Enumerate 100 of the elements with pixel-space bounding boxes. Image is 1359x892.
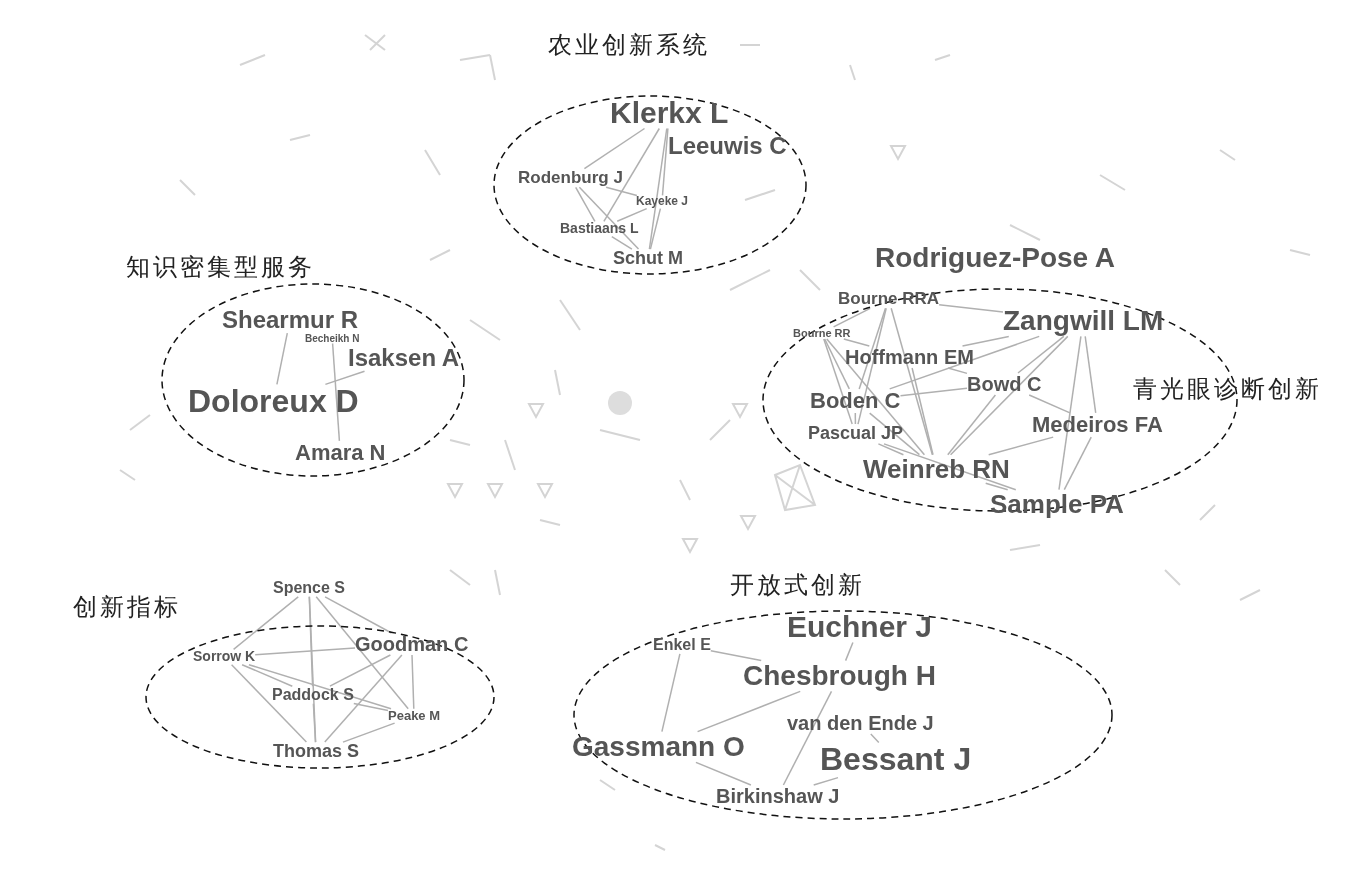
coauthor-link: [696, 690, 801, 733]
coauthor-link: [899, 387, 968, 397]
coauthor-link: [984, 482, 1009, 491]
coauthor-link: [858, 307, 887, 390]
coauthor-link: [324, 654, 403, 743]
author-name: Leeuwis C: [668, 132, 787, 160]
author-name: Rodenburg J: [518, 168, 623, 188]
coauthor-link: [230, 663, 308, 743]
author-name: Bastiaans L: [560, 221, 639, 237]
coauthor-link: [603, 127, 661, 223]
coauthor-link: [857, 307, 887, 425]
author-name: Shearmur R: [222, 306, 359, 334]
coauthor-link: [938, 303, 1004, 313]
coauthor-link: [342, 722, 396, 743]
coauthor-link: [232, 596, 299, 651]
coauthor-link: [661, 127, 669, 197]
coauthor-link: [890, 307, 934, 456]
author-name: Kayeke J: [636, 195, 689, 209]
coauthor-link: [843, 338, 871, 347]
author-name: Enkel E: [653, 636, 711, 654]
author-name: Weinreb RN: [863, 454, 1010, 484]
author-name: Sample PA: [990, 489, 1124, 519]
coauthor-link: [854, 412, 857, 425]
coauthor-link: [947, 367, 968, 375]
author-name: Gassmann O: [572, 731, 745, 763]
cluster-title: 知识密集型服务: [126, 252, 315, 283]
author-name: Zangwill LM: [1003, 305, 1164, 337]
coauthor-link: [823, 338, 851, 390]
coauthor-link: [649, 207, 662, 250]
author-name: Becheikh N: [305, 332, 360, 344]
coauthor-link: [276, 332, 289, 386]
coauthor-link: [1017, 335, 1065, 374]
author-name: Peake M: [388, 708, 441, 724]
cluster-title: 开放式创新: [730, 570, 865, 601]
coauthor-link: [648, 127, 668, 250]
coauthor-link: [844, 641, 854, 662]
coauthor-link: [312, 703, 317, 743]
coauthor-link: [877, 443, 905, 456]
coauthor-link: [870, 733, 880, 744]
author-name: van den Ende J: [787, 712, 934, 734]
coauthor-link: [710, 649, 762, 662]
coauthor-link: [1058, 335, 1082, 491]
coauthor-link: [949, 335, 1069, 456]
coauthor-link: [695, 761, 752, 786]
coauthor-link: [883, 443, 1017, 491]
cluster-title: 青光眼诊断创新: [1133, 374, 1322, 405]
author-name: Bourne RRA: [838, 289, 940, 309]
author-name: Pascual JP: [808, 424, 904, 444]
author-name: Amara N: [295, 440, 386, 466]
coauthor-link: [947, 394, 997, 456]
coauthor-link: [611, 235, 633, 250]
author-name: Euchner J: [787, 609, 933, 643]
coauthor-link: [961, 335, 1010, 347]
coauthor-link: [324, 370, 366, 386]
coauthor-link: [868, 412, 921, 456]
author-name: Goodman C: [355, 633, 469, 655]
coauthor-link: [248, 663, 392, 710]
coauthor-link: [331, 342, 341, 442]
coauthor-link: [1028, 394, 1071, 414]
author-name: Birkinshaw J: [716, 785, 840, 807]
coauthor-link: [823, 338, 853, 425]
author-name: Boden C: [810, 388, 901, 414]
cluster-title: 农业创新系统: [548, 30, 710, 61]
coauthor-link: [1084, 335, 1097, 414]
author-name: Hoffmann EM: [845, 346, 974, 368]
coauthor-link: [832, 307, 871, 328]
coauthor-link: [812, 776, 839, 786]
author-name: Bessant J: [820, 742, 972, 778]
coauthor-link: [888, 335, 1040, 390]
author-name: Schut M: [613, 249, 683, 269]
author-name: Chesbrough H: [743, 660, 936, 692]
author-name: Isaksen A: [348, 344, 460, 372]
author-name: Doloreux D: [188, 384, 359, 420]
author-name: Bowd C: [967, 373, 1042, 395]
coauthor-link: [616, 207, 648, 223]
coauthor-link: [329, 654, 392, 687]
coauthor-link: [826, 338, 926, 456]
coauthor-link: [353, 702, 389, 712]
author-name: Spence S: [273, 579, 346, 597]
author-name: Rodriguez-Pose A: [875, 242, 1116, 274]
author-name: Bourne RR: [793, 326, 851, 340]
coauthor-link: [315, 596, 409, 710]
coauthor-link: [782, 690, 833, 786]
coauthor-link: [661, 653, 681, 733]
coauthor-link: [574, 186, 596, 223]
author-name: Sorrow K: [193, 649, 256, 665]
coauthor-link: [241, 663, 294, 687]
coauthor-link: [254, 647, 356, 656]
cluster-title: 创新指标: [73, 592, 181, 623]
author-name: Klerkx L: [610, 95, 729, 129]
coauthor-link: [583, 127, 646, 170]
coauthor-link: [578, 186, 640, 250]
author-name: Paddock S: [272, 686, 354, 704]
coauthor-link: [605, 186, 638, 197]
author-name: Medeiros FA: [1032, 412, 1163, 438]
coauthor-link: [411, 654, 415, 710]
author-name: Thomas S: [273, 742, 360, 762]
coauthor-link: [911, 367, 934, 456]
coauthor-link: [1063, 436, 1092, 491]
coauthor-link: [987, 436, 1054, 456]
